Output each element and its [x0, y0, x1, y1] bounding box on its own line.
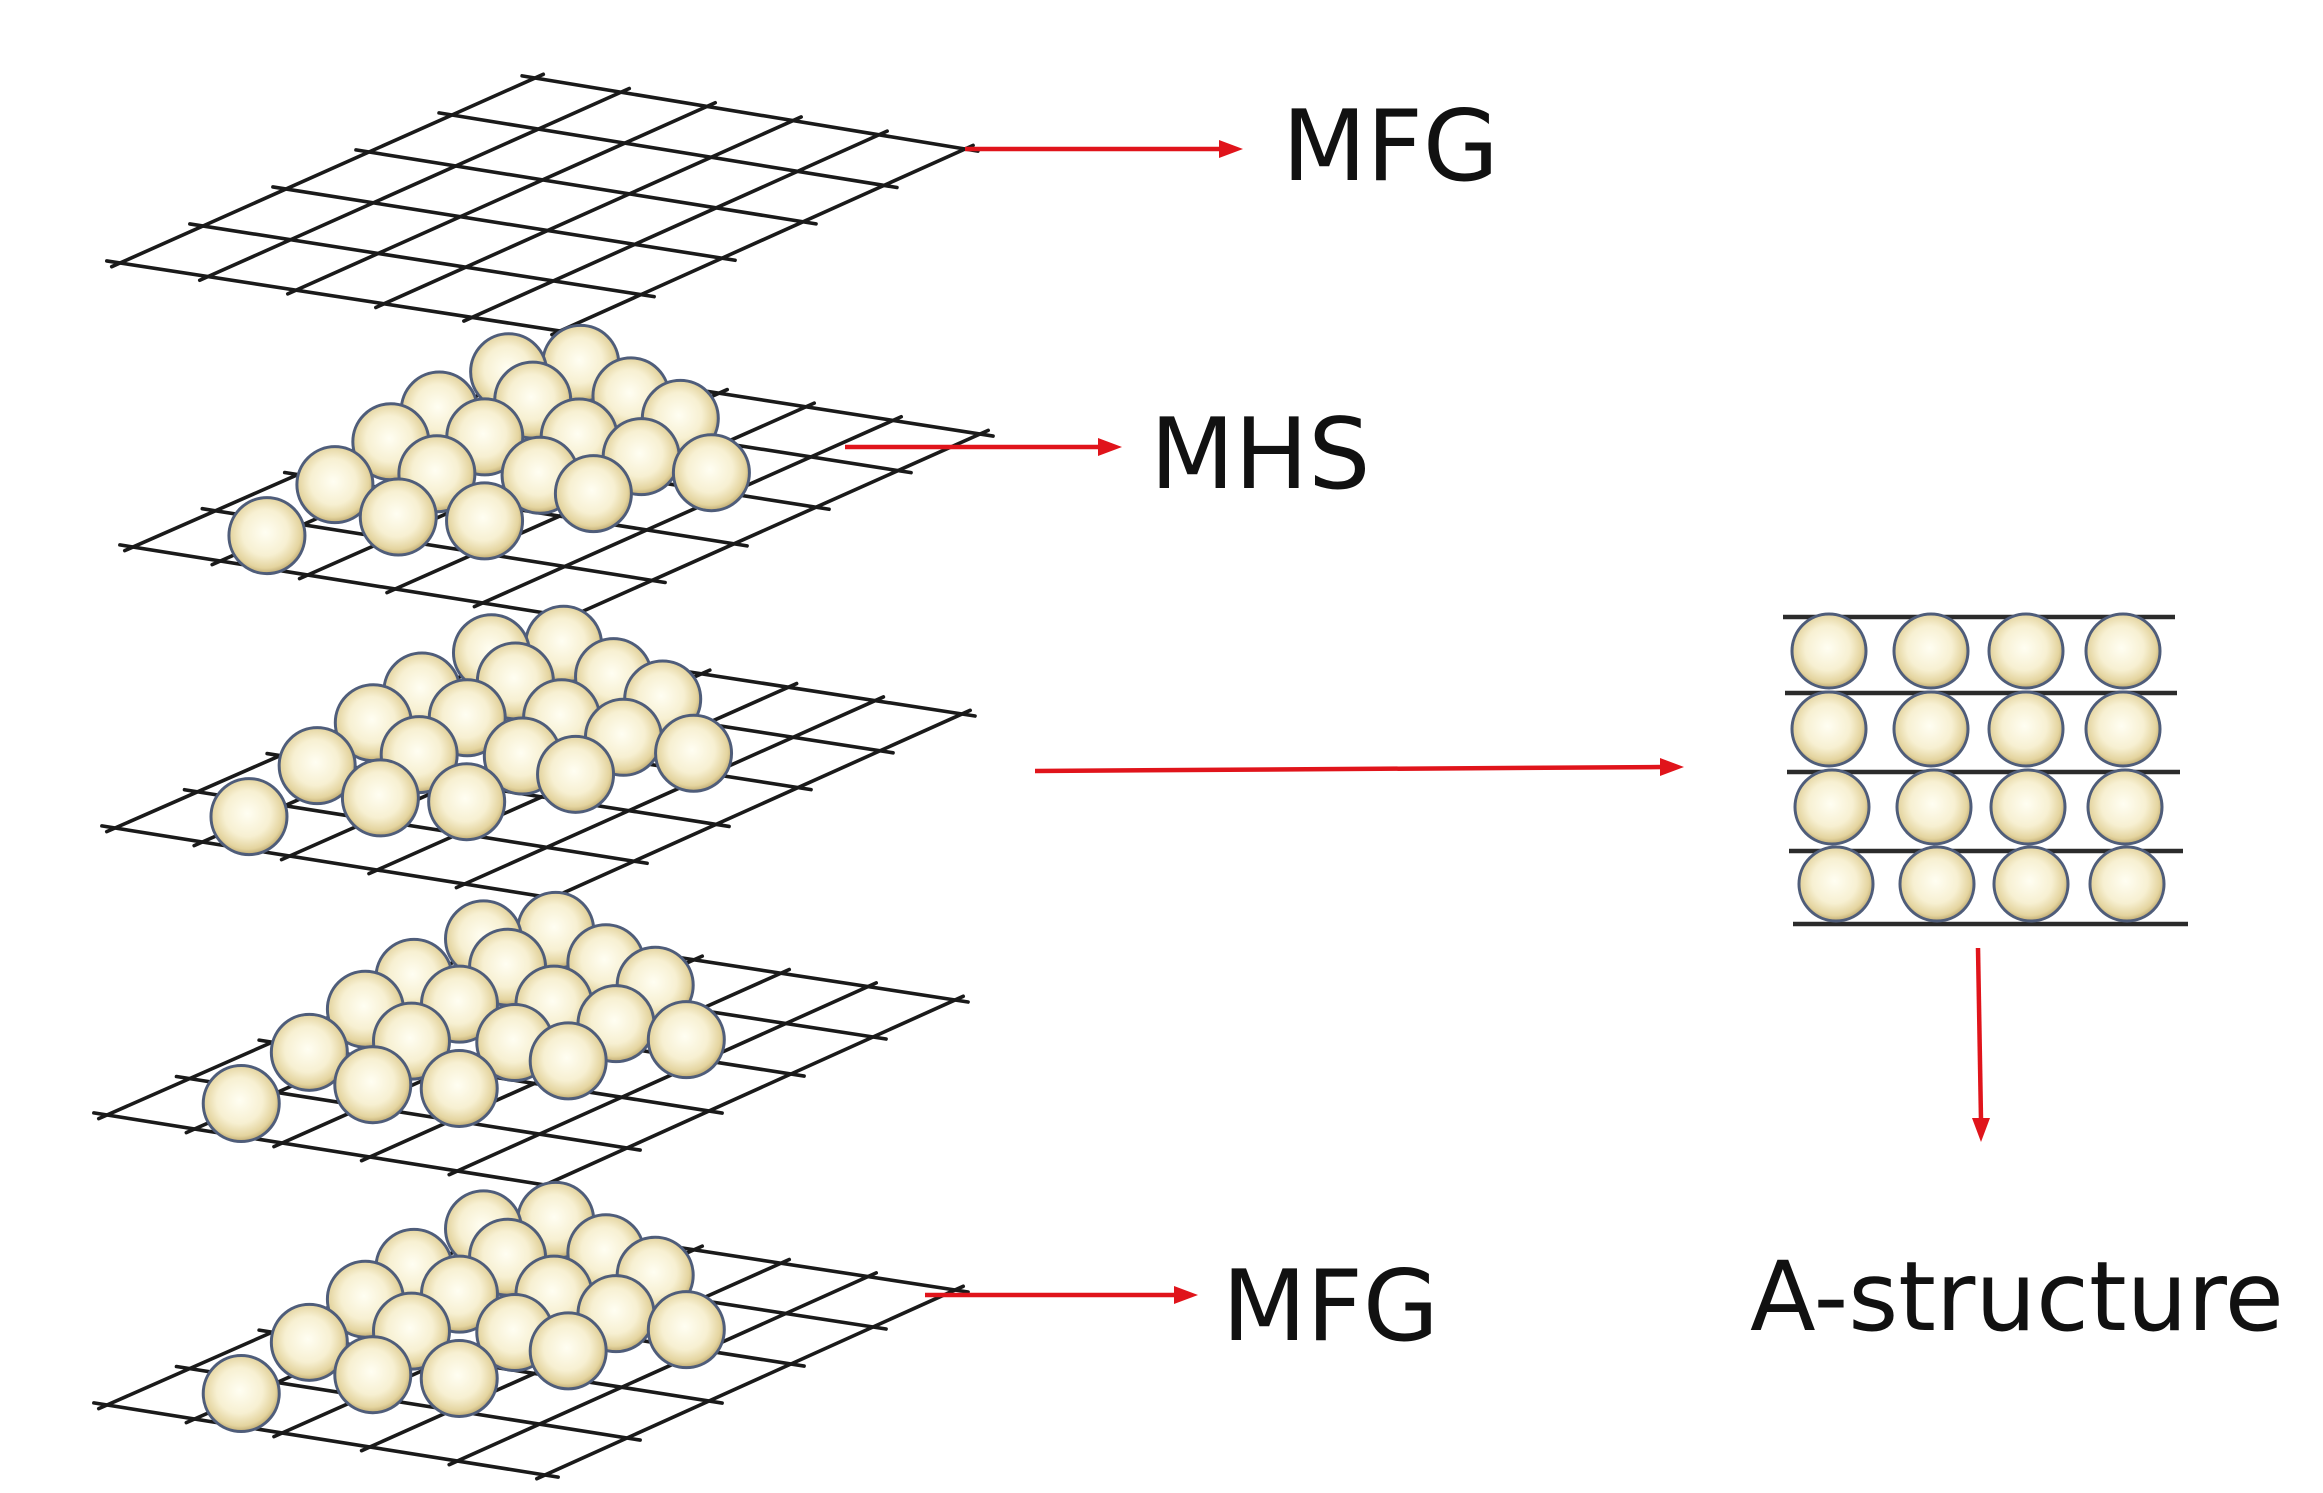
grid-line	[197, 86, 632, 283]
grid-line	[118, 543, 585, 621]
arrows	[845, 140, 1990, 1304]
layer-stack	[92, 72, 995, 1481]
sphere	[445, 481, 525, 561]
sphere	[1989, 768, 2067, 846]
grid-line	[354, 148, 818, 226]
sphere	[1790, 612, 1868, 690]
sphere	[427, 762, 507, 842]
grid-line	[462, 129, 889, 323]
arrow-to-bottom-mfg	[925, 1286, 1198, 1304]
grid-line	[437, 111, 899, 190]
sphere	[2088, 845, 2166, 923]
label-mfg-bottom: MFG	[1222, 1250, 1439, 1364]
sphere	[358, 477, 438, 557]
grid-line	[285, 100, 718, 296]
grid-line	[105, 259, 576, 335]
sphere	[2084, 690, 2162, 768]
sphere	[1898, 845, 1976, 923]
sphere	[1992, 845, 2070, 923]
grid-line	[541, 708, 973, 904]
sphere	[553, 454, 633, 534]
grid-line	[534, 1284, 966, 1481]
sphere	[1987, 690, 2065, 768]
sphere	[269, 1302, 349, 1382]
grid-layer	[105, 72, 980, 337]
sphere-layer	[92, 1180, 970, 1481]
grid-line	[447, 981, 879, 1177]
grid-line	[100, 824, 567, 902]
sphere	[333, 1335, 413, 1415]
grid-line	[374, 115, 803, 310]
grid-line	[109, 72, 546, 269]
sphere	[671, 433, 751, 513]
sphere	[2084, 612, 2162, 690]
sphere	[227, 496, 307, 576]
label-a-structure: A-structure	[1750, 1241, 2284, 1353]
sphere	[201, 1354, 281, 1434]
sphere	[209, 777, 289, 857]
sphere	[528, 1021, 608, 1101]
grid-line	[550, 143, 975, 337]
grid-line	[447, 1271, 879, 1467]
grid-line	[271, 185, 737, 263]
sphere	[536, 734, 616, 814]
sphere	[295, 445, 375, 525]
grid-line	[472, 414, 904, 609]
arrow-to-top-mfg	[965, 140, 1243, 158]
sphere-layer	[92, 890, 970, 1191]
sphere-layer	[118, 323, 995, 623]
sphere	[277, 726, 357, 806]
sphere	[654, 713, 734, 793]
sphere	[528, 1311, 608, 1391]
sphere	[1790, 690, 1868, 768]
sphere	[419, 1338, 499, 1418]
arrow-to-mhs	[845, 438, 1122, 456]
sphere	[1892, 612, 1970, 690]
label-mhs: MHS	[1150, 398, 1370, 512]
grid-line	[188, 222, 656, 299]
sphere	[419, 1048, 499, 1128]
grid-line	[92, 1111, 560, 1189]
stack-side-view	[1783, 612, 2188, 927]
sphere	[340, 758, 420, 838]
arrow-to-stack-view	[1034, 758, 1684, 776]
grid-line	[520, 74, 980, 153]
sphere	[333, 1045, 413, 1125]
grid-line	[454, 695, 886, 890]
grid-line	[534, 994, 966, 1191]
sphere	[646, 1000, 726, 1080]
sphere	[1895, 768, 1973, 846]
sphere	[1793, 768, 1871, 846]
arrow-to-a-structure	[1972, 947, 1990, 1142]
sphere	[646, 1290, 726, 1370]
sphere	[1797, 845, 1875, 923]
sphere	[269, 1012, 349, 1092]
grid-line	[559, 428, 991, 623]
grid-line	[92, 1401, 560, 1479]
sphere	[2086, 768, 2164, 846]
sphere-layer	[100, 604, 977, 904]
sphere	[201, 1064, 281, 1144]
sphere	[1892, 690, 1970, 768]
sphere	[1987, 612, 2065, 690]
label-mfg-top: MFG	[1282, 90, 1499, 204]
